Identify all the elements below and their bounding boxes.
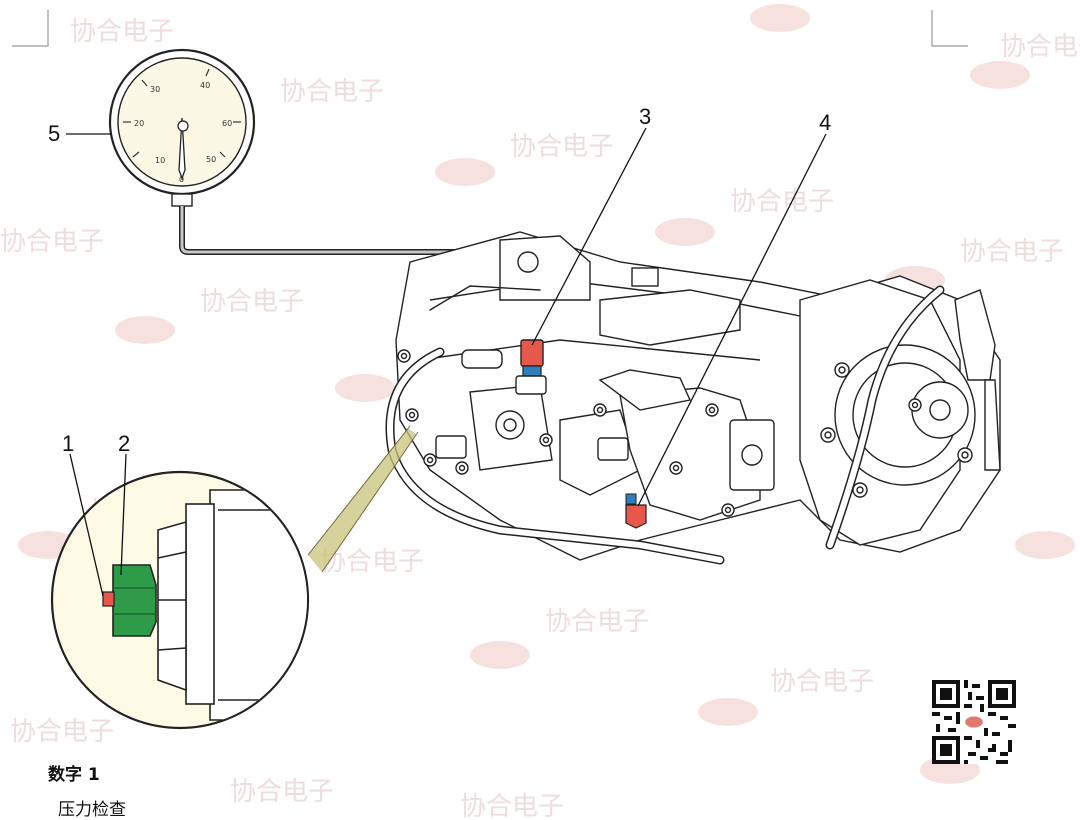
watermark-text: 协合电子 [510,132,614,162]
figure-title: 压力检查 [58,800,126,820]
callout-1: 1 [62,431,74,456]
watermark-text: 协合电子 [280,77,384,107]
watermark-text: 协合电子 [545,607,649,637]
gauge-tick-label: 60 [222,119,232,128]
callout-4: 4 [819,110,831,135]
gauge-tick-label: 10 [155,156,165,165]
callout-2: 2 [118,431,130,456]
watermark-text: 协合电子 [460,792,564,817]
gauge-tick-label: 20 [134,119,144,128]
figure-caption: 数字 1 压力检查 [48,760,126,820]
qr-code-icon [932,680,1016,764]
watermark-text: 协合电子 [10,717,114,747]
pressure-test-port-3 [515,339,547,395]
watermark-text: 协合电子 [230,777,334,807]
watermark-text: 协合电子 [70,17,174,47]
callout-5: 5 [48,121,60,146]
bleed-plug [112,564,157,637]
hydraulic-pump-icon [395,231,1001,561]
callout-labels: 1 2 3 4 5 [48,104,831,456]
leader-lines [66,127,827,597]
watermark-text: 协合电子 [960,237,1064,267]
gauge-needle [178,117,186,180]
bleed-screw [102,591,115,607]
watermark-text: 协合电子 [770,667,874,697]
gauge-tick-label: 0 [179,175,184,184]
watermark-text: 协合电子 [1000,32,1080,62]
watermark-text: 协合电子 [200,287,304,317]
watermark-text: 协合电子 [730,187,834,217]
pressure-test-port-4 [625,493,647,529]
gauge-tick-label: 30 [150,85,160,94]
gauge-tick-label: 50 [206,155,216,164]
gauge-tick-label: 40 [200,81,210,90]
pressure-gauge-icon: 0 10 20 30 40 50 60 [108,48,256,207]
figure-label: 数字 1 [48,765,100,785]
detail-magnifier [50,425,419,730]
callout-3: 3 [639,104,651,129]
crop-marks [12,10,968,47]
watermark-text: 协合电子 [0,227,104,257]
watermark-text: 协合电子 [320,547,424,577]
